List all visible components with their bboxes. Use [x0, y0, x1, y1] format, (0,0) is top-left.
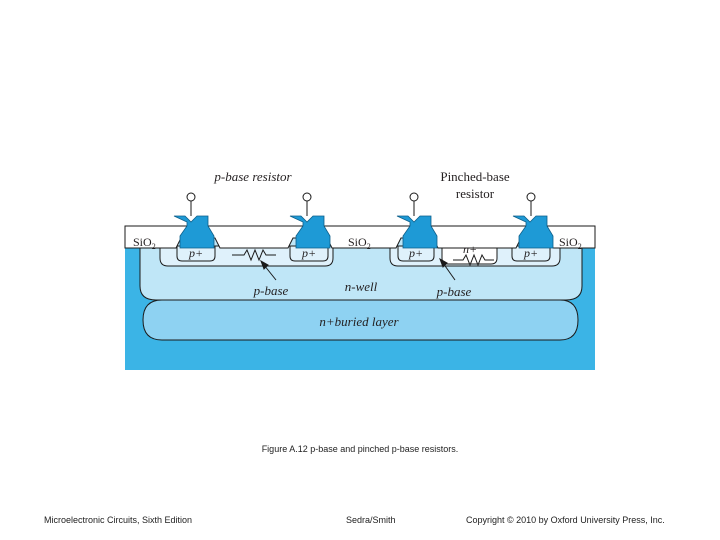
resistor-symbol-left [232, 248, 276, 262]
resistor-symbol-right [453, 253, 494, 267]
footer-authors: Sedra/Smith [346, 515, 396, 525]
pplus-region-1 [176, 245, 216, 262]
label-n-well: n-well [345, 279, 378, 294]
label-sio2-left: SiO2 [133, 235, 156, 251]
terminal-3 [409, 192, 419, 202]
metal-contact-4 [512, 215, 554, 249]
terminal-2 [302, 192, 312, 202]
pplus-region-3 [397, 245, 435, 262]
label-sio2-mid: SiO2 [348, 235, 371, 251]
label-p-base-right: p-base [436, 284, 472, 299]
arrowhead-p-base-right [439, 257, 448, 268]
figure-caption: Figure A.12 p-base and pinched p-base re… [261, 444, 459, 454]
label-nplus: n+ [463, 242, 477, 256]
metal-contact-3 [396, 215, 438, 249]
arrowhead-p-base-left [260, 259, 269, 270]
arrow-p-base-right [442, 262, 456, 281]
footer-book-title: Microelectronic Circuits, Sixth Edition [44, 515, 193, 525]
label-p-base-left: p-base [253, 283, 289, 298]
label-pinched-line2: resistor [456, 186, 495, 201]
label-buried-layer: n+buried layer [319, 314, 399, 329]
label-pplus-1: p+ [188, 246, 203, 260]
label-pplus-4: p+ [523, 246, 538, 260]
pplus-region-4 [511, 245, 551, 262]
buried-layer-region [142, 299, 579, 341]
label-sio2-right: SiO2 [559, 235, 582, 251]
terminal-4 [526, 192, 536, 202]
footer-copyright: Copyright © 2010 by Oxford University Pr… [466, 515, 665, 525]
label-pinched-line1: Pinched-base [440, 169, 510, 184]
label-p-base-resistor: p-base resistor [213, 169, 292, 184]
metal-contact-2 [289, 215, 331, 249]
label-pplus-2: p+ [301, 246, 316, 260]
pplus-region-2 [289, 245, 329, 262]
metal-contact-1 [173, 215, 215, 249]
label-pplus-3: p+ [408, 246, 423, 260]
terminal-1 [186, 192, 196, 202]
